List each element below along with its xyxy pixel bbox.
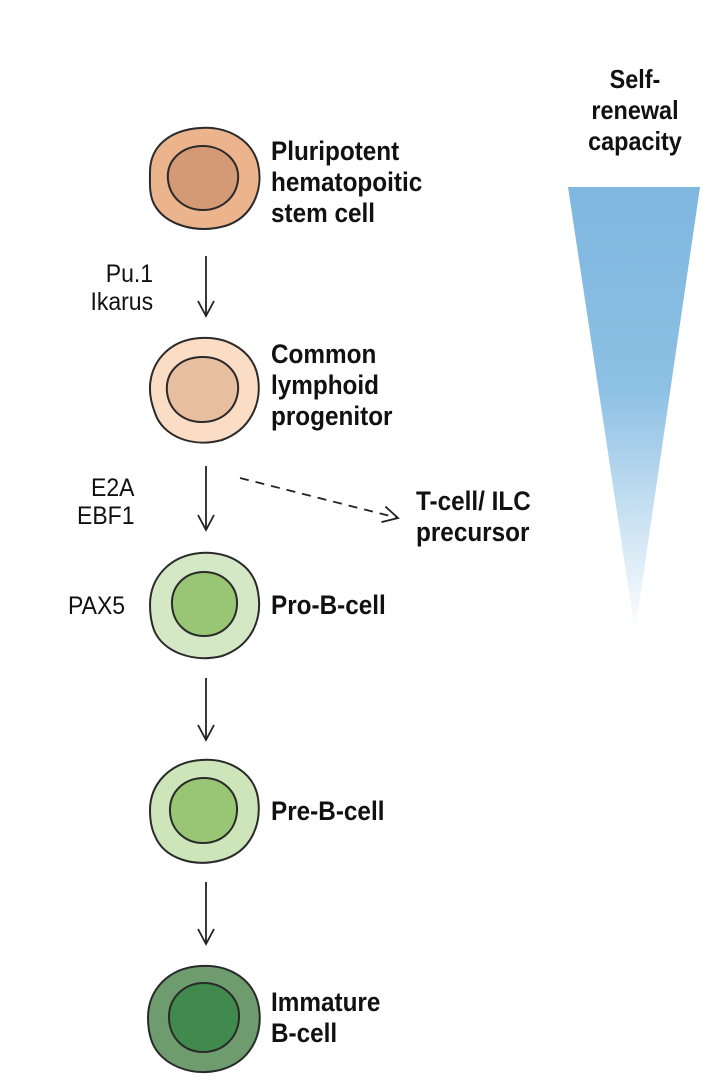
factor-label-line: E2A (91, 474, 135, 502)
cell-nucleus (170, 570, 239, 638)
cell-label-line: lymphoid (271, 370, 379, 400)
cell-nucleus (166, 144, 240, 212)
cell-label-line: Pro-B-cell (271, 590, 386, 620)
cell-label-immature-b-cell: Immature B-cell (271, 987, 380, 1049)
factor-label-line: EBF1 (77, 502, 135, 530)
factor-label-line: Ikarus (90, 288, 153, 316)
self-renewal-line: Self- (609, 64, 661, 94)
self-renewal-line: renewal (591, 95, 679, 125)
cell-label-common-lymphoid-progenitor: Common lymphoid progenitor (271, 339, 393, 432)
self-renewal-line: capacity (588, 126, 682, 156)
arrow-clp-to-t-ilc (239, 477, 400, 523)
factor-label-pu1-ikarus: Pu.1 Ikarus (90, 260, 153, 316)
cell-label-line: stem cell (271, 198, 376, 228)
self-renewal-label: Self- renewal capacity (575, 64, 696, 157)
cell-label-line: Pre-B-cell (271, 796, 385, 826)
factor-label-line: Pu.1 (105, 260, 153, 288)
cell-nucleus (165, 355, 240, 424)
cell-pluripotent-hsc (148, 126, 261, 230)
cell-label-pre-b-cell: Pre-B-cell (271, 796, 384, 827)
cell-label-line: B-cell (271, 1018, 338, 1048)
cell-common-lymphoid-progenitor (148, 336, 260, 444)
self-renewal-wedge (568, 187, 700, 632)
cell-pro-b-cell (148, 551, 260, 660)
cell-nucleus (167, 981, 241, 1054)
cell-immature-b-cell (146, 964, 261, 1073)
branch-label-line: T-cell/ ILC (416, 486, 531, 516)
cell-pre-b-cell (148, 758, 260, 864)
cell-label-line: Common (271, 339, 377, 369)
branch-label-line: precursor (416, 517, 530, 547)
cell-label-line: Immature (271, 987, 381, 1017)
branch-label-t-ilc-precursor: T-cell/ ILC precursor (416, 486, 531, 548)
cell-label-pro-b-cell: Pro-B-cell (271, 590, 386, 621)
cell-label-line: progenitor (271, 401, 393, 431)
factor-label-line: PAX5 (67, 592, 125, 620)
cell-label-line: Pluripotent (271, 136, 400, 166)
cell-nucleus (168, 776, 239, 845)
cell-label-pluripotent-hsc: Pluripotent hematopoitic stem cell (271, 136, 422, 229)
factor-label-e2a-ebf1: E2A EBF1 (77, 474, 135, 530)
cell-label-line: hematopoitic (271, 167, 423, 197)
factor-label-pax5: PAX5 (68, 592, 125, 620)
